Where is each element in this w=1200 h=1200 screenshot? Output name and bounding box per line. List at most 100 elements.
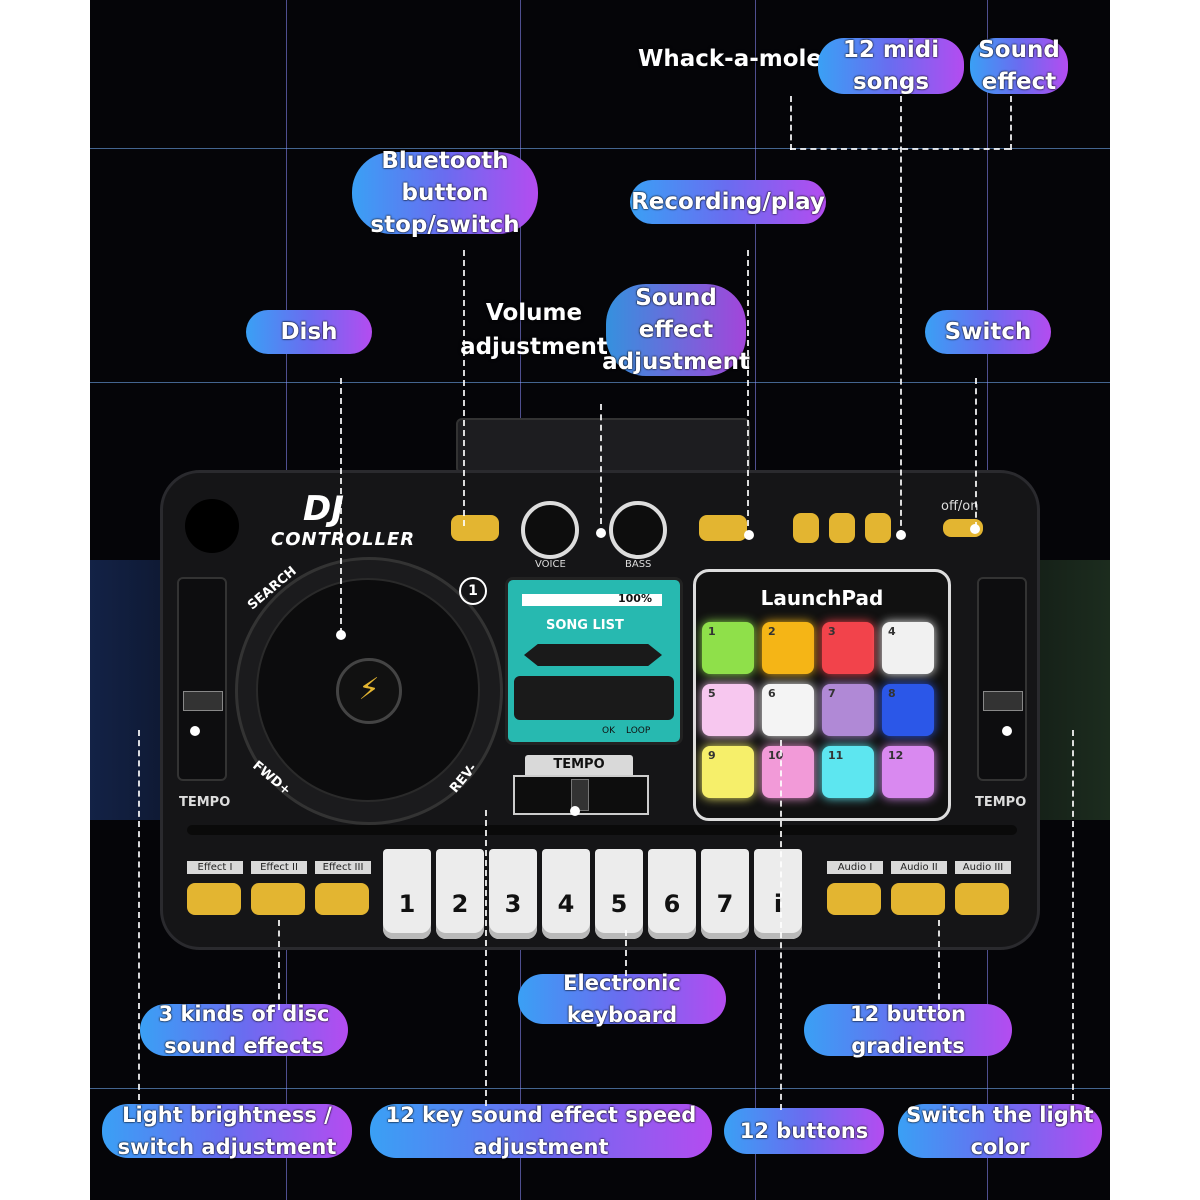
label-sound-effect-adjustment: Sound effect adjustment [602,284,750,376]
launchpad-pad[interactable]: 12 [882,746,934,798]
effect-button[interactable] [315,883,369,915]
left-tempo-slider[interactable] [177,577,227,781]
leader-line [790,148,1010,150]
speaker-hole [185,499,239,553]
launchpad-pad[interactable]: 3 [822,622,874,674]
product-photo: Whack-a-mole 12 midi songs Sound effect … [90,0,1110,1200]
effect-tag: Effect III [315,861,371,874]
song-list-label: SONG LIST [546,618,624,633]
keyboard-key[interactable]: 1 [383,849,431,939]
keyboard-key[interactable]: 3 [489,849,537,939]
launchpad-pad[interactable]: 5 [702,684,754,736]
label-recording-play: Recording/play [630,180,826,224]
song-screen: 100% SONG LIST LOOP OK [505,577,683,745]
launchpad-pad[interactable]: 11 [822,746,874,798]
whack-a-mole-button[interactable] [793,513,819,543]
launchpad-pad[interactable]: 1 [702,622,754,674]
keyboard-key[interactable]: 2 [436,849,484,939]
leader-line [625,930,627,976]
keyboard-key[interactable]: 6 [648,849,696,939]
progress-text: 100% [618,592,652,605]
leader-dot [570,806,580,816]
label-switch-light-color: Switch the light color [898,1103,1102,1159]
ok-label: OK [602,726,615,736]
pad-number: 5 [708,687,716,700]
leader-line [485,810,487,1106]
effect-tag: Effect I [187,861,243,874]
label-disc-sound-effects: 3 kinds of disc sound effects [140,1002,348,1058]
label-button-gradients: 12 button gradients [804,1002,1012,1058]
leader-line [463,250,465,526]
label-light-brightness: Light brightness / switch adjustment [102,1103,352,1159]
audio-button[interactable] [955,883,1009,915]
leader-dot [596,528,606,538]
leader-line [1072,730,1074,1100]
label-key-sound-speed: 12 key sound effect speed adjustment [370,1103,712,1159]
leader-dot [1002,726,1012,736]
audio-button[interactable] [827,883,881,915]
leader-dot [970,524,980,534]
midi-songs-button[interactable] [829,513,855,543]
effect-button[interactable] [187,883,241,915]
launchpad-pad[interactable]: 9 [702,746,754,798]
launchpad-pad[interactable]: 7 [822,684,874,736]
pad-number: 9 [708,749,716,762]
launchpad-pad[interactable]: 6 [762,684,814,736]
right-tempo-label: TEMPO [975,795,1027,810]
glow-line [90,148,1110,149]
bass-label: BASS [625,559,652,570]
leader-dot [896,530,906,540]
groove [187,825,1017,835]
pad-number: 6 [768,687,776,700]
audio-tag: Audio II [891,861,947,874]
label-volume-adjustment: Volume adjustment [460,300,608,360]
pad-number: 12 [888,749,904,762]
launchpad-title: LaunchPad [760,586,884,610]
keyboard-key[interactable]: 4 [542,849,590,939]
keyboard-key[interactable]: 5 [595,849,643,939]
pad-number: 11 [828,749,844,762]
keyboard-key[interactable]: 7 [701,849,749,939]
launchpad-pad[interactable]: 10 [762,746,814,798]
tempo-center-label: TEMPO [525,755,633,775]
bluetooth-button[interactable] [451,515,499,541]
brand-logo: DJ [303,489,344,529]
launchpad-pad[interactable]: 8 [882,684,934,736]
pad-number: 10 [768,749,784,762]
audio-tag: Audio I [827,861,883,874]
pad-number: 2 [768,625,776,638]
label-whack-a-mole: Whack-a-mole [637,46,823,72]
loop-label: LOOP [626,726,651,736]
leader-line [900,96,902,536]
keyboard-key[interactable]: i [754,849,802,939]
leader-line [780,740,782,1110]
pad-number: 4 [888,625,896,638]
leader-dot [336,630,346,640]
device-stand [456,418,750,474]
leader-line [340,378,342,634]
glow-line [90,382,1110,383]
brand-subtitle: CONTROLLER [271,529,416,550]
leader-dot [744,530,754,540]
label-midi-songs: 12 midi songs [818,37,964,95]
label-12-buttons: 12 buttons [724,1108,884,1154]
bass-knob[interactable] [609,501,667,559]
pad-number: 8 [888,687,896,700]
lightning-icon: ⚡ [336,658,402,724]
record-play-button[interactable] [699,515,747,541]
launchpad-pad[interactable]: 2 [762,622,814,674]
pad-number: 3 [828,625,836,638]
sound-effect-button[interactable] [865,513,891,543]
label-electronic-keyboard: Electronic keyboard [518,971,726,1027]
jog-dish[interactable]: ⚡ [235,557,503,825]
launchpad-pad[interactable]: 4 [882,622,934,674]
right-tempo-slider[interactable] [977,577,1027,781]
label-sound-effect: Sound effect [970,37,1068,95]
audio-button[interactable] [891,883,945,915]
glow-line [90,1088,1110,1089]
effect-button[interactable] [251,883,305,915]
tempo-crossfader[interactable] [513,775,649,815]
voice-knob[interactable] [521,501,579,559]
label-bluetooth-button: Bluetooth button stop/switch [352,148,538,238]
